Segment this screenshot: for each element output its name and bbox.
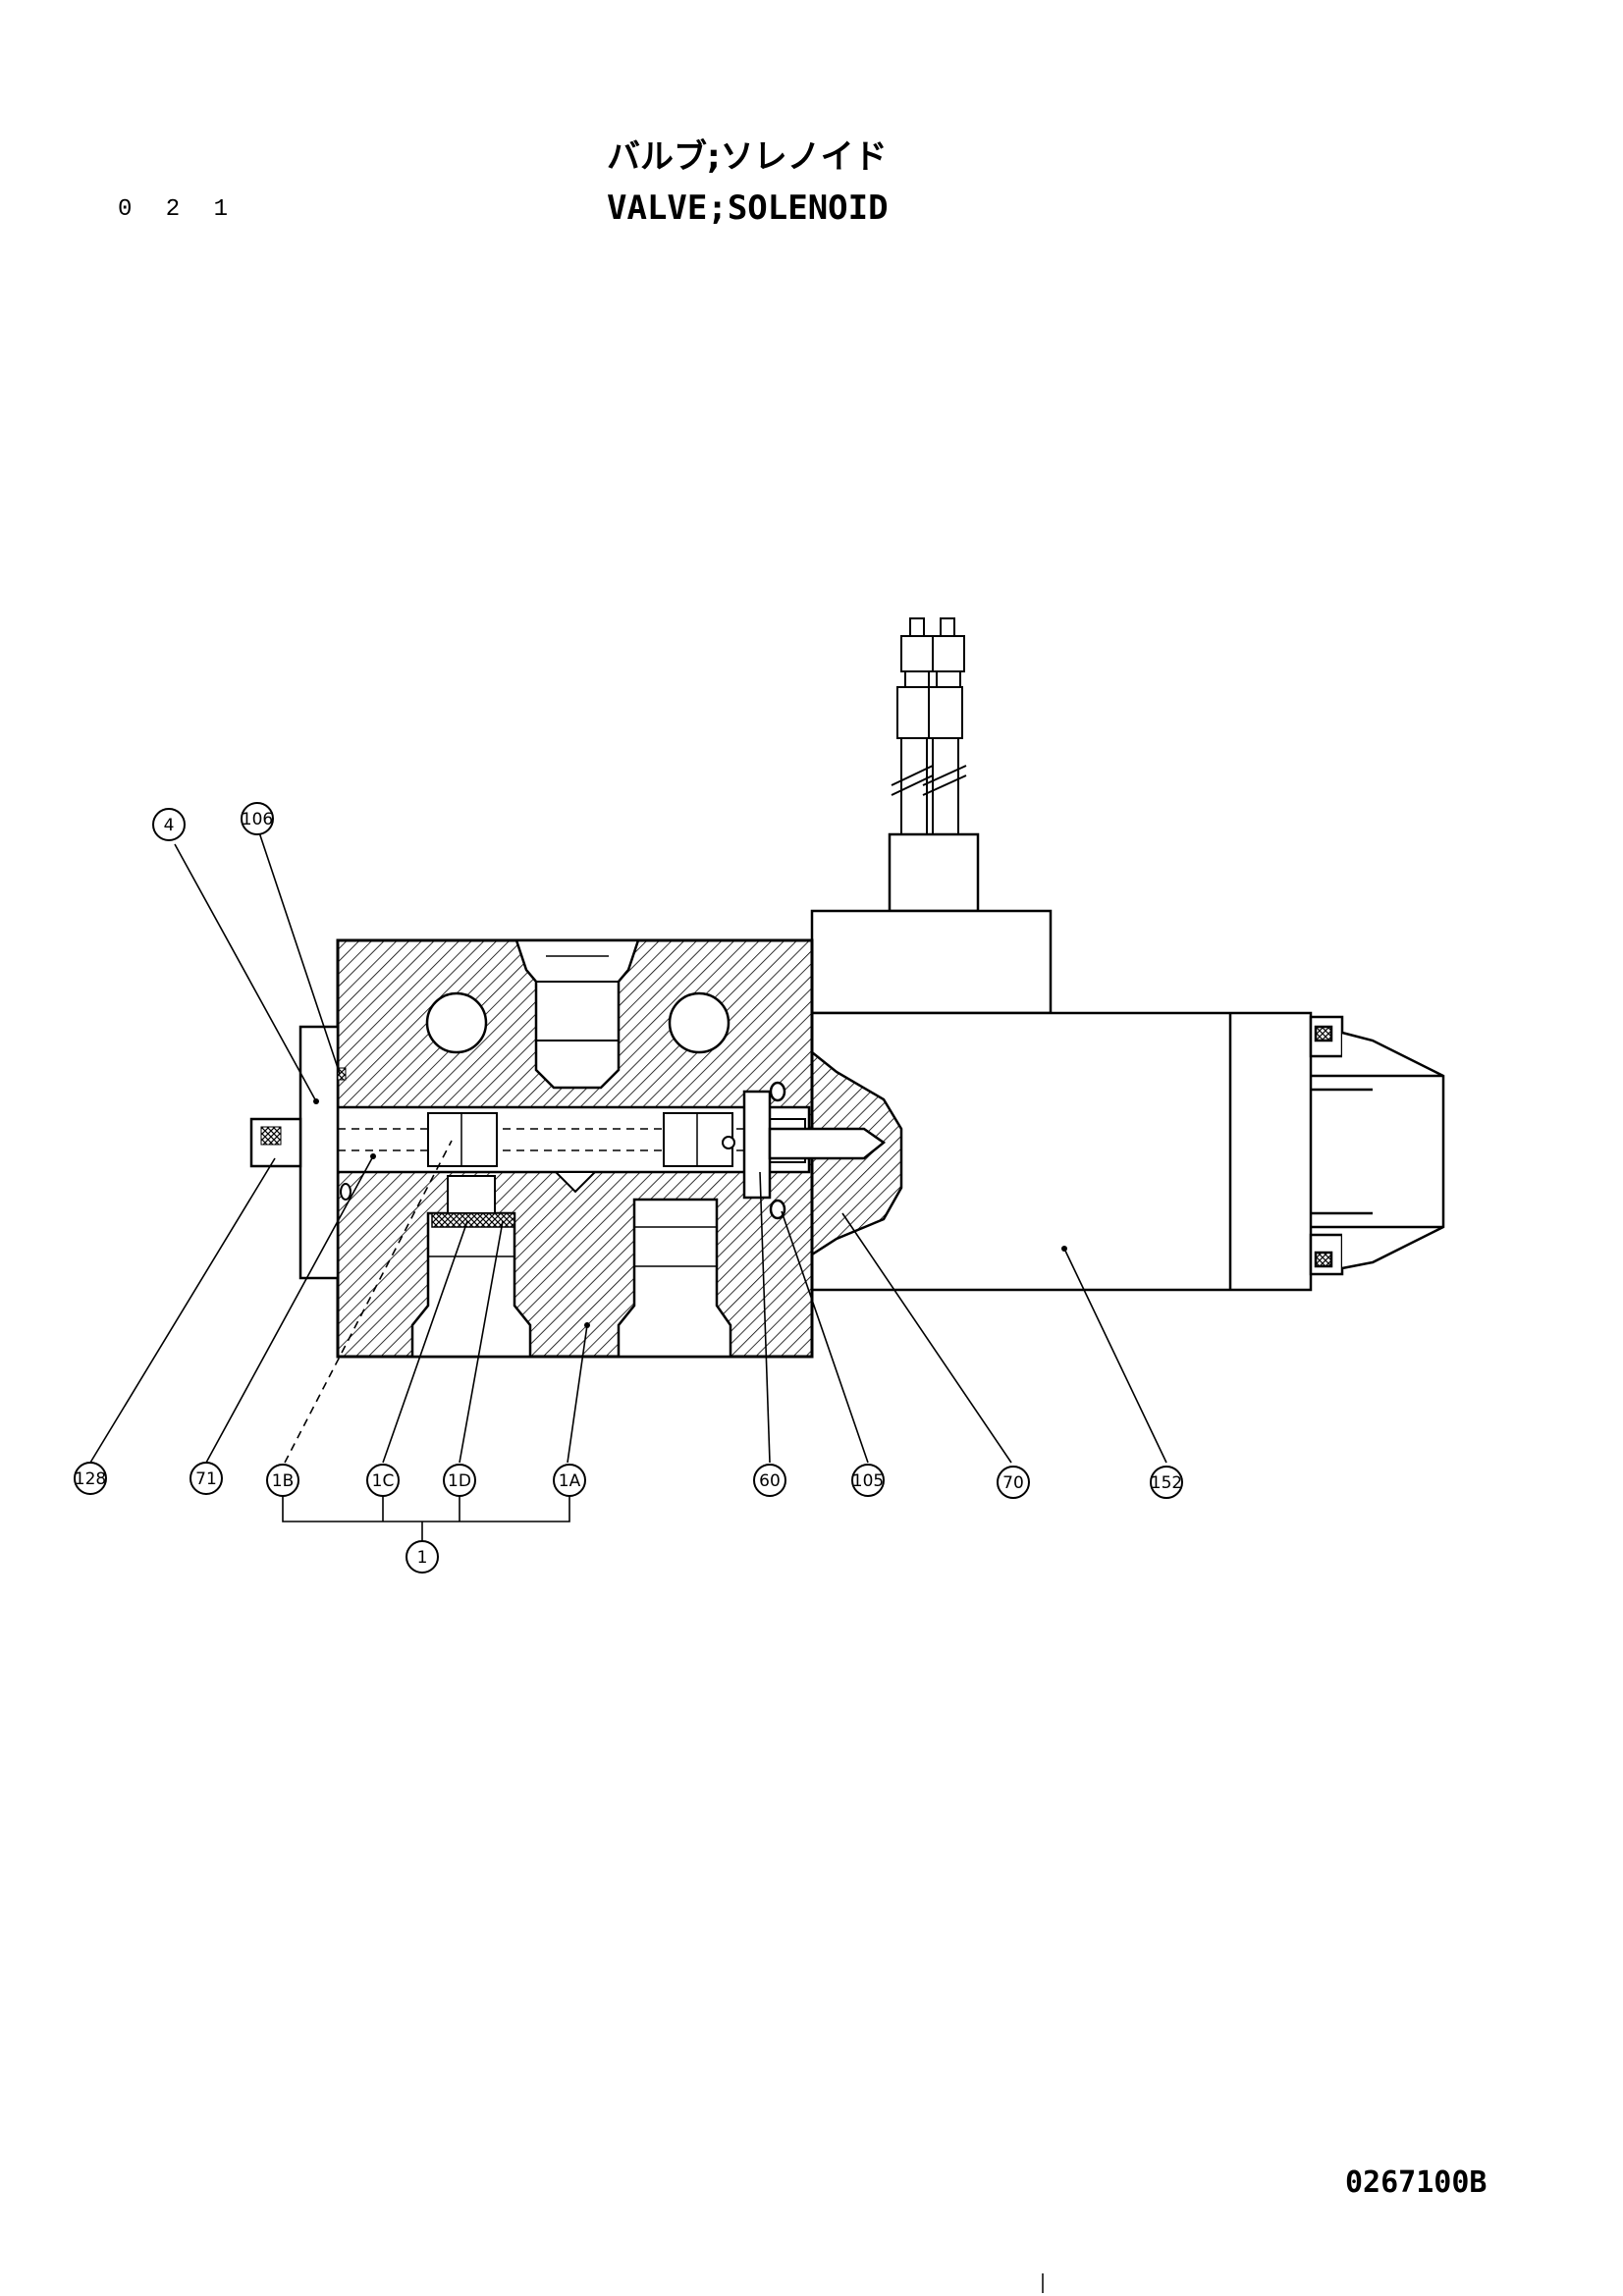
leader-lines — [89, 831, 1167, 1541]
callout-1A: 1A — [553, 1464, 586, 1497]
svg-text:4: 4 — [164, 816, 175, 835]
svg-text:1B: 1B — [272, 1471, 294, 1491]
solenoid-top-block — [810, 909, 1053, 1015]
callout-105: 105 — [851, 1464, 885, 1497]
callout-1B: 1B — [266, 1464, 299, 1497]
drawing-number: 0267100B — [1345, 2165, 1488, 2200]
svg-text:60: 60 — [759, 1471, 781, 1491]
callout-1: 1 — [406, 1540, 439, 1574]
valve-body — [336, 938, 814, 1359]
callout-4: 4 — [152, 808, 186, 841]
svg-text:71: 71 — [195, 1469, 217, 1489]
leader-dots — [313, 1098, 1067, 1328]
svg-text:106: 106 — [242, 810, 273, 829]
connector-housing — [888, 832, 980, 913]
svg-text:1A: 1A — [559, 1471, 581, 1491]
solenoid-body — [812, 1011, 1445, 1292]
callout-152: 152 — [1150, 1466, 1183, 1499]
page-number: 0 2 1 — [118, 196, 239, 223]
callout-60: 60 — [753, 1464, 786, 1497]
callout-71: 71 — [189, 1462, 223, 1495]
solenoid-adapter — [742, 1081, 887, 1220]
svg-text:70: 70 — [1002, 1473, 1024, 1493]
title-english: VALVE;SOLENOID — [607, 188, 889, 228]
title-japanese: バルブ;ソレノイド — [607, 137, 888, 177]
callout-1D: 1D — [443, 1464, 476, 1497]
callout-1C: 1C — [366, 1464, 400, 1497]
svg-text:1D: 1D — [448, 1471, 471, 1491]
callout-balloons: 4 106 128 71 1B 1C 1D 1A — [74, 802, 1183, 1574]
svg-text:128: 128 — [75, 1469, 106, 1489]
svg-text:1C: 1C — [372, 1471, 395, 1491]
svg-text:1: 1 — [417, 1548, 428, 1568]
callout-106: 106 — [241, 802, 274, 835]
left-end-plate — [249, 1025, 352, 1280]
wiring-leads — [891, 617, 967, 834]
svg-text:105: 105 — [852, 1471, 884, 1491]
svg-text:152: 152 — [1151, 1473, 1182, 1493]
callout-70: 70 — [997, 1466, 1030, 1499]
callout-128: 128 — [74, 1462, 107, 1495]
